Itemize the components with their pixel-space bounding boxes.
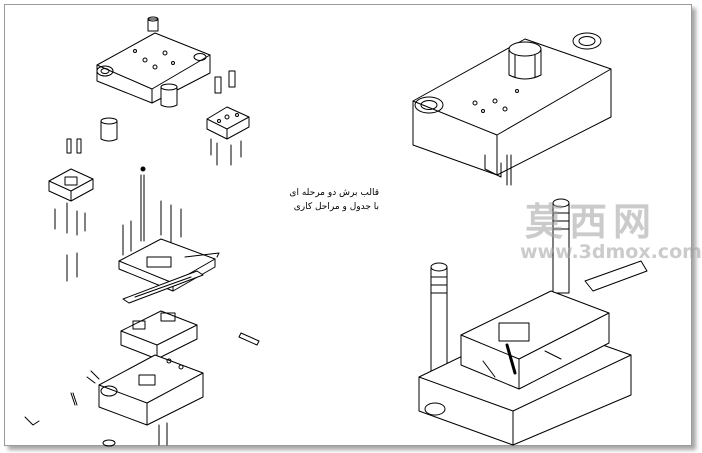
guide-pins (122, 166, 182, 256)
watermark-chinese: 莫西网 (525, 200, 658, 244)
screws-top (66, 70, 236, 154)
watermark-url: www.3dmox.com (520, 241, 702, 263)
loose-parts (24, 332, 260, 426)
drawing-caption: قالب برش دو مرحله ای با جدول و مراحل کار… (267, 186, 379, 214)
caption-line-1: قالب برش دو مرحله ای (289, 188, 379, 198)
assembled-lower-die (418, 198, 648, 446)
guide-bushings (100, 83, 178, 142)
exploded-die-drawing (24, 16, 648, 447)
assembled-upper-die (412, 32, 612, 186)
strip-material (122, 270, 204, 304)
punch-holder-block (206, 106, 250, 166)
caption-line-2: با جدول و مراحل کاری (293, 202, 379, 212)
lower-die-shoe (70, 354, 204, 447)
drawing-frame: قالب برش دو مرحله ای با جدول و مراحل کار… (4, 4, 702, 447)
upper-die-plate (96, 16, 211, 104)
die-plate (120, 310, 198, 360)
stripper-plate-small (48, 168, 94, 282)
